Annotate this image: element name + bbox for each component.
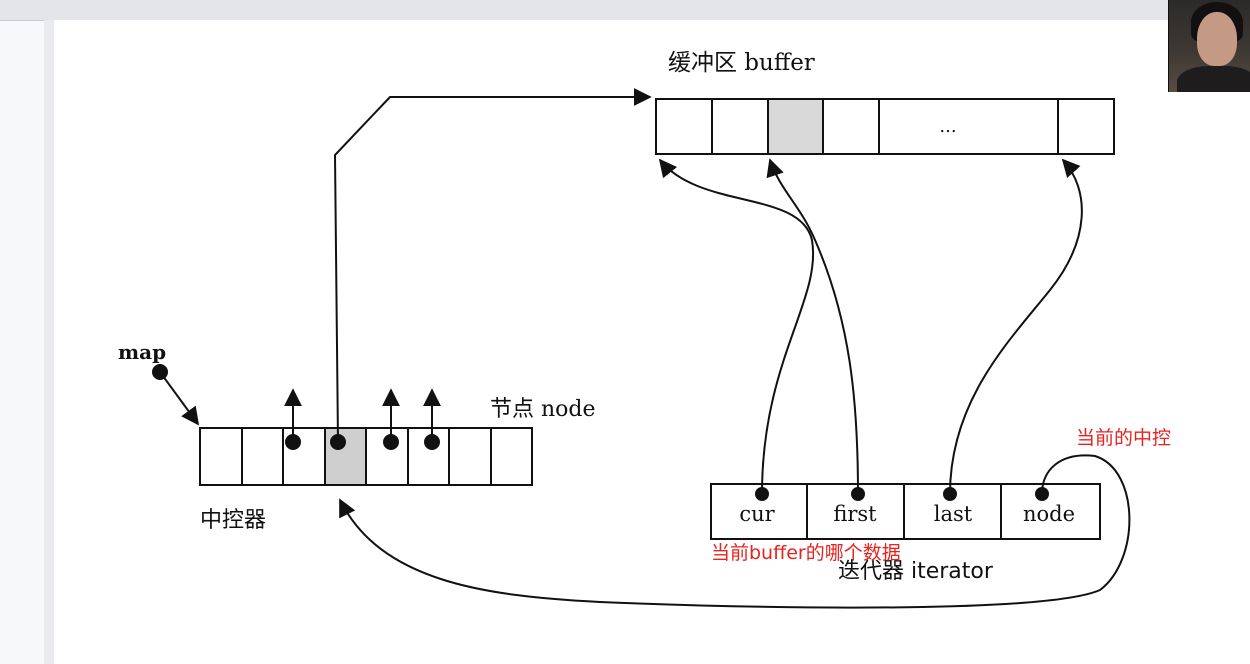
buffer-array: ... (655, 98, 1115, 155)
annotation-current-controller: 当前的中控 (1076, 427, 1171, 449)
controller-label: 中控器 (200, 508, 266, 533)
iterator-field-first: first (833, 502, 877, 526)
map-controller-array (199, 427, 533, 486)
node-label: 节点 node (490, 397, 596, 422)
iterator-pointer-curves (339, 158, 1131, 609)
iterator-label: 迭代器 iterator (838, 559, 994, 584)
iterator-field-cur: cur (739, 502, 775, 526)
annotation-current-buffer-data: 当前buffer的哪个数据 (711, 542, 901, 564)
iterator-pointer-dots (755, 487, 1049, 501)
iterator-field-node: node (1023, 502, 1075, 526)
webcam-person-icon (1168, 0, 1250, 92)
map-pointer (152, 364, 200, 426)
controller-cell-shaded (325, 429, 366, 484)
buffer-label: 缓冲区 buffer (668, 50, 815, 76)
buffer-ellipsis: ... (939, 116, 956, 137)
map-label: map (118, 340, 166, 364)
left-margin-rule (44, 20, 54, 664)
node-pointer-arrows (284, 388, 441, 450)
iterator-field-last: last (934, 502, 973, 526)
buffer-cell-shaded (768, 100, 823, 153)
node-to-buffer-pointer (330, 88, 652, 450)
